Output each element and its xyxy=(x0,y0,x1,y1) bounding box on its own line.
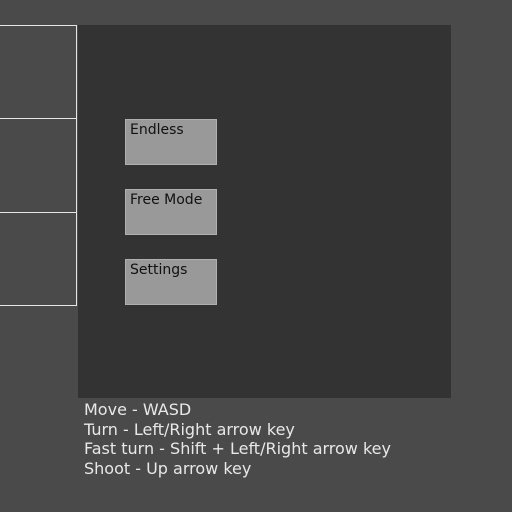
controls-line-fast-turn: Fast turn - Shift + Left/Right arrow key xyxy=(84,439,391,458)
free-mode-button[interactable]: Free Mode xyxy=(125,189,217,235)
settings-button-label: Settings xyxy=(130,262,188,278)
endless-button-label: Endless xyxy=(130,122,184,138)
controls-line-turn: Turn - Left/Right arrow key xyxy=(84,419,295,439)
controls-line-shoot: Shoot - Up arrow key xyxy=(84,458,252,478)
controls-line-move: Move - WASD xyxy=(84,400,192,419)
side-panel-2[interactable] xyxy=(0,118,77,213)
controls-help: Move - WASD Turn - Left/Right arrow key … xyxy=(84,400,391,478)
settings-button[interactable]: Settings xyxy=(125,259,217,305)
side-panel-3[interactable] xyxy=(0,212,77,306)
free-mode-button-label: Free Mode xyxy=(130,192,203,208)
side-panel-1[interactable] xyxy=(0,25,77,119)
endless-button[interactable]: Endless xyxy=(125,119,217,165)
